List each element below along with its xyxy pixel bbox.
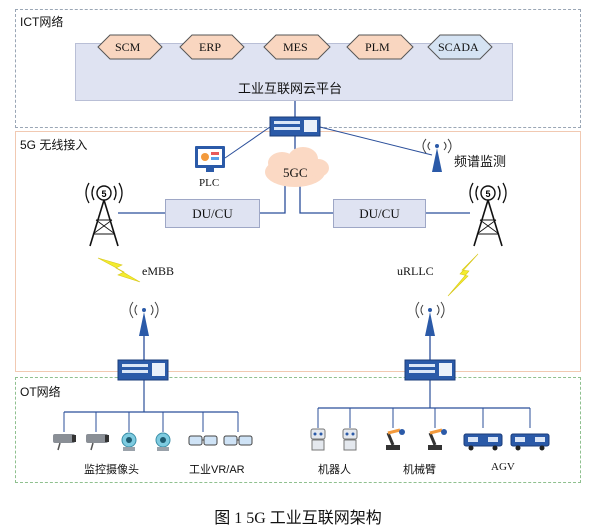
hex-mes[interactable]: [263, 34, 331, 60]
right-ot-switch-icon[interactable]: [404, 359, 456, 381]
cloud-platform-label: 工业互联网云平台: [238, 81, 343, 96]
5gc-label: 5GC: [283, 165, 308, 180]
hex-plm[interactable]: [346, 34, 414, 60]
camera-group-label: 监控摄像头: [84, 464, 139, 476]
figure-caption: 图 1 5G 工业互联网架构: [214, 510, 382, 527]
right-5g-tower-icon: 5: [469, 182, 507, 247]
svg-text:5: 5: [485, 189, 490, 199]
robot-arm-icon: [428, 428, 447, 450]
bullet-camera-icon: [53, 434, 76, 451]
vr-group-label: 工业VR/AR: [189, 464, 245, 476]
dome-camera-icon: [155, 432, 171, 451]
hex-scm-label: SCM: [115, 40, 141, 54]
urllc-label: uRLLC: [397, 264, 434, 278]
robot-arm-icon: [386, 428, 405, 450]
hex-scada[interactable]: [427, 34, 493, 60]
bullet-camera-icon: [86, 434, 109, 451]
5gc-cloud-icon: [265, 147, 329, 187]
left-antenna-icon: [129, 301, 159, 336]
robot-icon: [310, 428, 326, 451]
dome-camera-icon: [121, 432, 137, 451]
hex-erp[interactable]: [179, 34, 245, 60]
left-5g-tower-icon: 5: [85, 182, 123, 247]
right-antenna-icon: [415, 301, 445, 336]
hex-mes-label: MES: [283, 40, 308, 54]
left-ot-switch-icon[interactable]: [117, 359, 169, 381]
agv-group-label: AGV: [491, 461, 515, 473]
left-lightning-icon: [97, 257, 141, 283]
hex-erp-label: ERP: [199, 40, 222, 54]
du-cu-left: DU/CU: [165, 199, 260, 228]
spectrum-monitor-label: 频谱监测: [454, 154, 507, 169]
network-links: 5 5: [53, 101, 550, 451]
vr-glasses-icon: [188, 435, 218, 446]
vr-glasses-icon: [223, 435, 253, 446]
agv-icon: [463, 433, 503, 451]
robot-group-label: 机器人: [318, 464, 351, 476]
plc-label: PLC: [199, 177, 220, 189]
core-switch-icon[interactable]: [269, 116, 321, 137]
spectrum-monitor-icon: [422, 138, 452, 172]
access-zone-label: 5G 无线接入: [20, 138, 88, 152]
hex-scada-label: SCADA: [438, 40, 479, 54]
robot-icon: [342, 428, 358, 451]
ot-zone: [15, 377, 581, 483]
hex-plm-label: PLM: [365, 40, 390, 54]
agv-icon: [510, 433, 550, 451]
ot-zone-label: OT网络: [20, 385, 61, 399]
du-cu-right: DU/CU: [333, 199, 426, 228]
embb-label: eMBB: [142, 264, 175, 278]
ict-zone-label: ICT网络: [20, 15, 64, 29]
svg-text:5: 5: [101, 189, 106, 199]
hex-scm[interactable]: [97, 34, 163, 60]
ict-systems: [97, 34, 493, 60]
arm-group-label: 机械臂: [403, 464, 436, 476]
plc-icon: [195, 146, 225, 172]
right-lightning-icon: [447, 253, 479, 297]
